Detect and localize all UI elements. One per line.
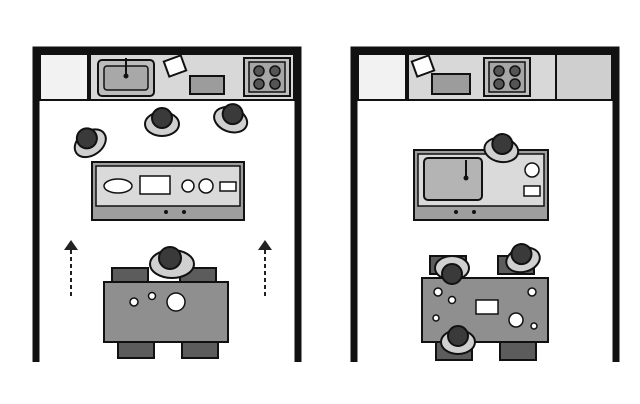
right-walls <box>350 46 620 362</box>
sink-icon <box>423 157 483 201</box>
stove-icon <box>243 57 291 97</box>
arrow-up-icon <box>258 240 272 296</box>
person <box>149 246 195 279</box>
stove-icon <box>483 57 531 97</box>
right-dining-table <box>421 277 549 343</box>
left-floor-plan <box>32 46 302 362</box>
person <box>144 107 180 137</box>
left-island <box>91 161 245 221</box>
left-walls <box>32 46 302 362</box>
sink-icon <box>97 58 155 97</box>
person <box>209 97 254 138</box>
right-peninsula <box>413 149 549 221</box>
cutting-board-icon <box>162 54 225 95</box>
right-floor-plan <box>350 46 620 362</box>
left-dining-table <box>103 281 229 343</box>
chair <box>499 341 537 361</box>
arrow-up-icon <box>64 240 78 296</box>
person <box>66 119 113 164</box>
cutting-board-icon <box>410 54 471 95</box>
